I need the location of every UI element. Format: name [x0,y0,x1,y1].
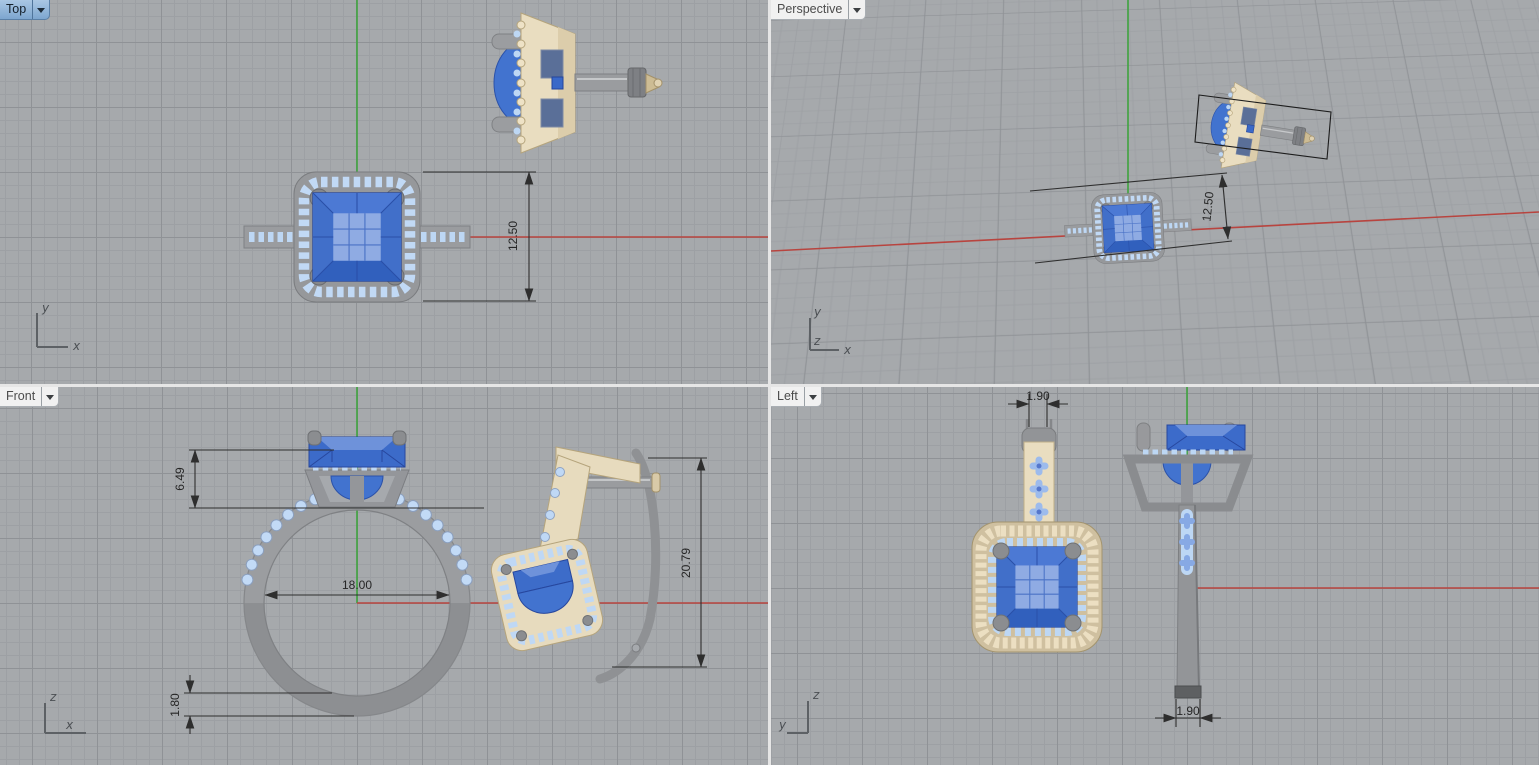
axis-label-z: z [812,688,820,702]
axis-label-y: y [778,718,787,732]
dimension-halo-height-perspective[interactable]: 12.50 [1029,172,1233,264]
dimension-post-width[interactable]: 1.90 [1008,389,1068,427]
dimension-text: 1.90 [1026,389,1050,403]
dimension-inner-diameter[interactable]: 18.00 [264,578,450,600]
top-viewport-canvas: 12.50 y x [36,0,768,353]
viewport-title[interactable]: Top [6,2,27,16]
ring-left-view[interactable] [1122,422,1254,699]
viewport-top[interactable]: 12.50 y x Top [0,0,768,384]
dimension-text: 12.50 [506,221,520,251]
chevron-down-icon [808,394,817,404]
dimension-text: 1.80 [168,693,182,717]
viewport-title[interactable]: Front [6,389,36,403]
viewport-menu-button[interactable] [41,387,58,406]
earring-bounding-box[interactable] [1194,94,1332,160]
chevron-down-icon [37,7,46,17]
dimension-band-thickness[interactable]: 1.80 [168,675,354,734]
axis-label-y: y [41,301,50,315]
viewport-tab-left[interactable]: Left [771,387,822,407]
viewport-menu-button[interactable] [803,387,821,406]
dimension-text: 12.50 [1199,191,1216,223]
axis-label-x: x [72,339,81,353]
viewport-tab-top[interactable]: Top [0,0,51,20]
viewport-menu-button[interactable] [32,0,49,19]
dimension-text: 18.00 [342,578,372,592]
viewport-front[interactable]: 6.49 18.00 1.80 20.79 z [0,387,768,765]
dimension-head-height[interactable]: 6.49 [173,449,484,509]
chevron-down-icon [853,7,862,17]
dimension-text: 20.79 [679,548,693,578]
viewport-left[interactable]: 1.90 1.90 z y Left [771,387,1539,765]
earring-front-view[interactable] [488,446,661,684]
cplane-axes-icon: y x [36,301,81,353]
viewport-tab-front[interactable]: Front [0,387,60,407]
cplane-axes-icon: y z x [809,305,852,357]
dimension-text: 6.49 [173,467,187,491]
front-viewport-canvas: 6.49 18.00 1.80 20.79 z [44,387,768,734]
viewport-tab-perspective[interactable]: Perspective [771,0,867,20]
cplane-axes-icon: z y [778,688,820,734]
viewport-title[interactable]: Perspective [777,2,843,16]
chevron-down-icon [46,394,55,404]
ring-perspective-view[interactable] [1063,190,1193,265]
dimension-earring-height[interactable]: 20.79 [612,457,707,668]
viewport-title[interactable]: Left [777,389,798,403]
earring-top-view[interactable] [491,12,663,154]
dimension-text: 1.90 [1176,704,1200,718]
left-viewport-canvas: 1.90 1.90 z y [778,387,1539,734]
viewport-menu-button[interactable] [848,0,865,19]
shoulder-stones [241,493,473,586]
perspective-viewport-canvas: 12.50 y z x [771,0,1539,357]
earring-perspective-view[interactable] [1202,78,1322,183]
dimension-halo-height[interactable]: 12.50 [423,171,536,302]
dimension-band-width[interactable]: 1.90 [1155,699,1221,727]
axis-label-x: x [65,718,74,732]
axis-label-z: z [49,690,57,704]
ring-top-view[interactable] [244,172,470,302]
cplane-axes-icon: z x [44,690,86,734]
axis-label-z: z [813,334,821,348]
ring-front-view[interactable] [241,430,473,717]
earring-left-view[interactable] [971,419,1103,653]
axis-label-x: x [843,343,852,357]
gem-left-view [996,546,1078,628]
viewport-perspective[interactable]: 12.50 y z x Perspective [771,0,1539,384]
axis-label-y: y [813,305,822,319]
